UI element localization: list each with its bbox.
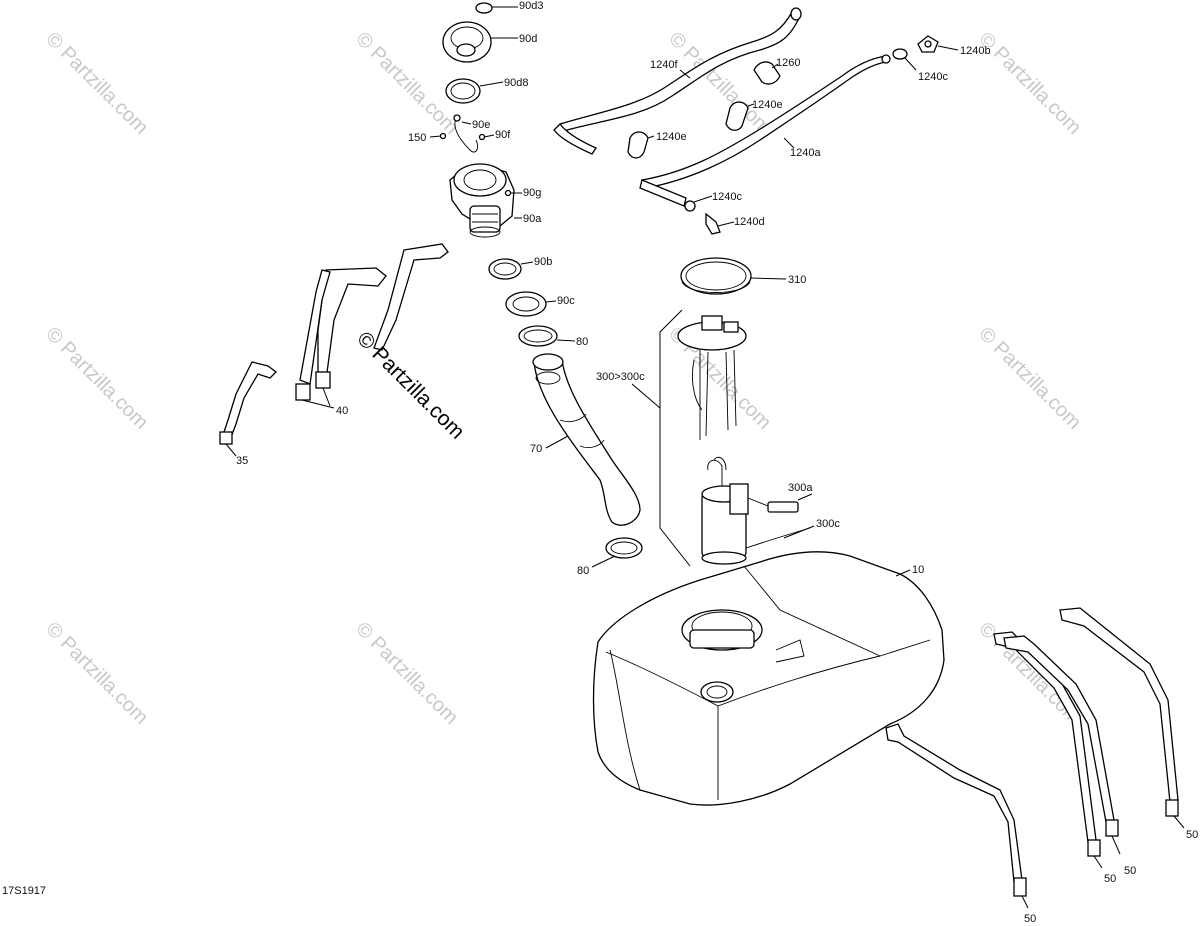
callout-90b: 90b: [534, 256, 552, 268]
lock-ring-310: [680, 257, 787, 295]
callout-1240d: 1240d: [734, 216, 765, 228]
callout-90d3: 90d3: [519, 0, 543, 12]
callout-90d: 90d: [519, 33, 537, 45]
clamp-80-lower: [591, 537, 643, 568]
fuel-tank-10: [592, 551, 945, 806]
callout-300a: 300a: [788, 482, 813, 494]
fitting-1240d: [705, 212, 735, 235]
filler-hose-70: [532, 353, 641, 526]
callout-50-middle-b: 50: [1124, 865, 1136, 877]
screw-150: [429, 132, 447, 140]
watermark: © Partzilla.com: [41, 618, 152, 729]
callout-90g: 90g: [523, 187, 541, 199]
callout-90f: 90f: [495, 129, 511, 141]
callout-50-bottom: 50: [1024, 913, 1036, 925]
callout-70: 70: [530, 443, 542, 455]
strap-50-right: [1059, 607, 1185, 829]
fuel-pump-module: [701, 456, 749, 565]
pump-bracket-300: [631, 309, 691, 567]
callout-labels: 90d3 90d 90d8 90e 90f 150 90g 90a 90b 90…: [236, 0, 1198, 925]
clamp-1240c-lower: [684, 195, 713, 212]
callout-40: 40: [336, 405, 348, 417]
callout-90c: 90c: [557, 295, 575, 307]
cap-vent-90d3: [475, 2, 518, 14]
clamp-1240e-right: [725, 101, 755, 131]
hose-1240a: [639, 54, 891, 207]
callout-1240f: 1240f: [650, 59, 678, 71]
clamp-1260: [753, 61, 781, 85]
strap-35: [219, 361, 277, 457]
float-arm-300c: [745, 525, 815, 549]
main-watermark: © Partzilla.com: [352, 327, 468, 443]
callout-35: 35: [236, 455, 248, 467]
pump-flange: [677, 315, 747, 440]
callout-90a: 90a: [523, 213, 542, 225]
callout-310: 310: [788, 274, 806, 286]
callout-1260: 1260: [776, 57, 800, 69]
callout-1240b: 1240b: [960, 45, 991, 57]
fuel-cap-90d: [442, 21, 518, 63]
callout-80-lower: 80: [577, 565, 589, 577]
callout-1240e-right: 1240e: [752, 99, 783, 111]
watermark: © Partzilla.com: [41, 323, 152, 434]
callout-50-right: 50: [1186, 829, 1198, 841]
callout-10: 10: [912, 564, 924, 576]
hose-1240f: [553, 7, 802, 155]
strap-50-middle-b: [1003, 635, 1121, 855]
callout-1240e-left: 1240e: [656, 131, 687, 143]
cap-gasket-90d8: [445, 78, 504, 104]
callout-1240a: 1240a: [790, 147, 821, 159]
callout-300-300c: 300>300c: [596, 371, 645, 383]
watermark: © Partzilla.com: [974, 28, 1085, 139]
gasket-90b: [488, 258, 534, 280]
fuel-level-sender-300a: [747, 493, 813, 513]
watermark: © Partzilla.com: [351, 618, 462, 729]
filler-neck-90a: [449, 163, 522, 238]
screw-90f: [478, 133, 495, 141]
callout-90e: 90e: [472, 119, 490, 131]
diagram-code: 17S1917: [2, 885, 46, 897]
callout-80-upper: 80: [576, 336, 588, 348]
watermark: © Partzilla.com: [974, 323, 1085, 434]
screw-90g: [504, 189, 522, 197]
strap-40: [295, 243, 449, 409]
callout-150: 150: [408, 132, 426, 144]
cap-tether-90e: [453, 114, 479, 153]
valve-1240b: [917, 35, 959, 53]
callout-300c: 300c: [816, 518, 840, 530]
strap-50-bottom: [885, 723, 1029, 909]
clamp-1240e-left: [627, 131, 655, 159]
callout-90d8: 90d8: [504, 77, 528, 89]
callout-1240c-upper: 1240c: [918, 71, 948, 83]
nut-90c: [505, 291, 557, 317]
clamp-1240c-upper: [892, 48, 917, 71]
watermark-text: © Partzilla.com: [352, 327, 468, 443]
callout-50-middle-a: 50: [1104, 873, 1116, 885]
clamp-80-upper: [518, 325, 576, 347]
watermark: © Partzilla.com: [41, 28, 152, 139]
callout-1240c-lower: 1240c: [712, 191, 742, 203]
